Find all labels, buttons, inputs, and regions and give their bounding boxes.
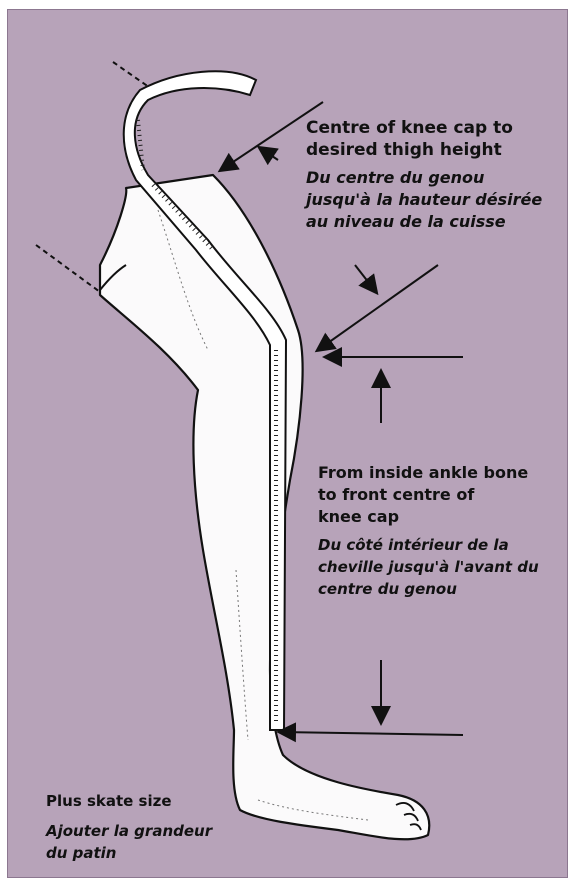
skate-fr-line-1: Ajouter la grandeur xyxy=(46,820,212,842)
arrow-thigh-label xyxy=(260,148,278,160)
thigh-fr-line-3: au niveau de la cuisse xyxy=(306,211,542,233)
thigh-fr-line-2: jusqu'à la hauteur désirée xyxy=(306,189,542,211)
arrow-fr-label xyxy=(355,265,376,292)
thigh-measurement-label: Centre of knee cap to desired thigh heig… xyxy=(306,117,542,233)
skate-en-line-1: Plus skate size xyxy=(46,790,212,812)
ankle-fr-line-2: cheville jusqu'à l'avant du xyxy=(318,556,539,578)
diagram-panel: Centre of knee cap to desired thigh heig… xyxy=(7,9,568,878)
arrow-to-knee xyxy=(318,265,438,350)
dashed-guide-left xyxy=(36,245,100,292)
thigh-fr-line-1: Du centre du genou xyxy=(306,167,542,189)
thigh-en-line-1: Centre of knee cap to xyxy=(306,117,542,139)
skate-size-label: Plus skate size Ajouter la grandeur du p… xyxy=(46,790,212,864)
ankle-fr-line-1: Du côté intérieur de la xyxy=(318,534,539,556)
ankle-fr-line-3: centre du genou xyxy=(318,578,539,600)
ankle-en-line-1: From inside ankle bone xyxy=(318,462,539,484)
arrow-ankle-level xyxy=(280,732,463,735)
ankle-en-line-3: knee cap xyxy=(318,506,539,528)
ankle-en-line-2: to front centre of xyxy=(318,484,539,506)
ankle-measurement-label: From inside ankle bone to front centre o… xyxy=(318,462,539,600)
thigh-en-line-2: desired thigh height xyxy=(306,139,542,161)
skate-fr-line-2: du patin xyxy=(46,842,212,864)
